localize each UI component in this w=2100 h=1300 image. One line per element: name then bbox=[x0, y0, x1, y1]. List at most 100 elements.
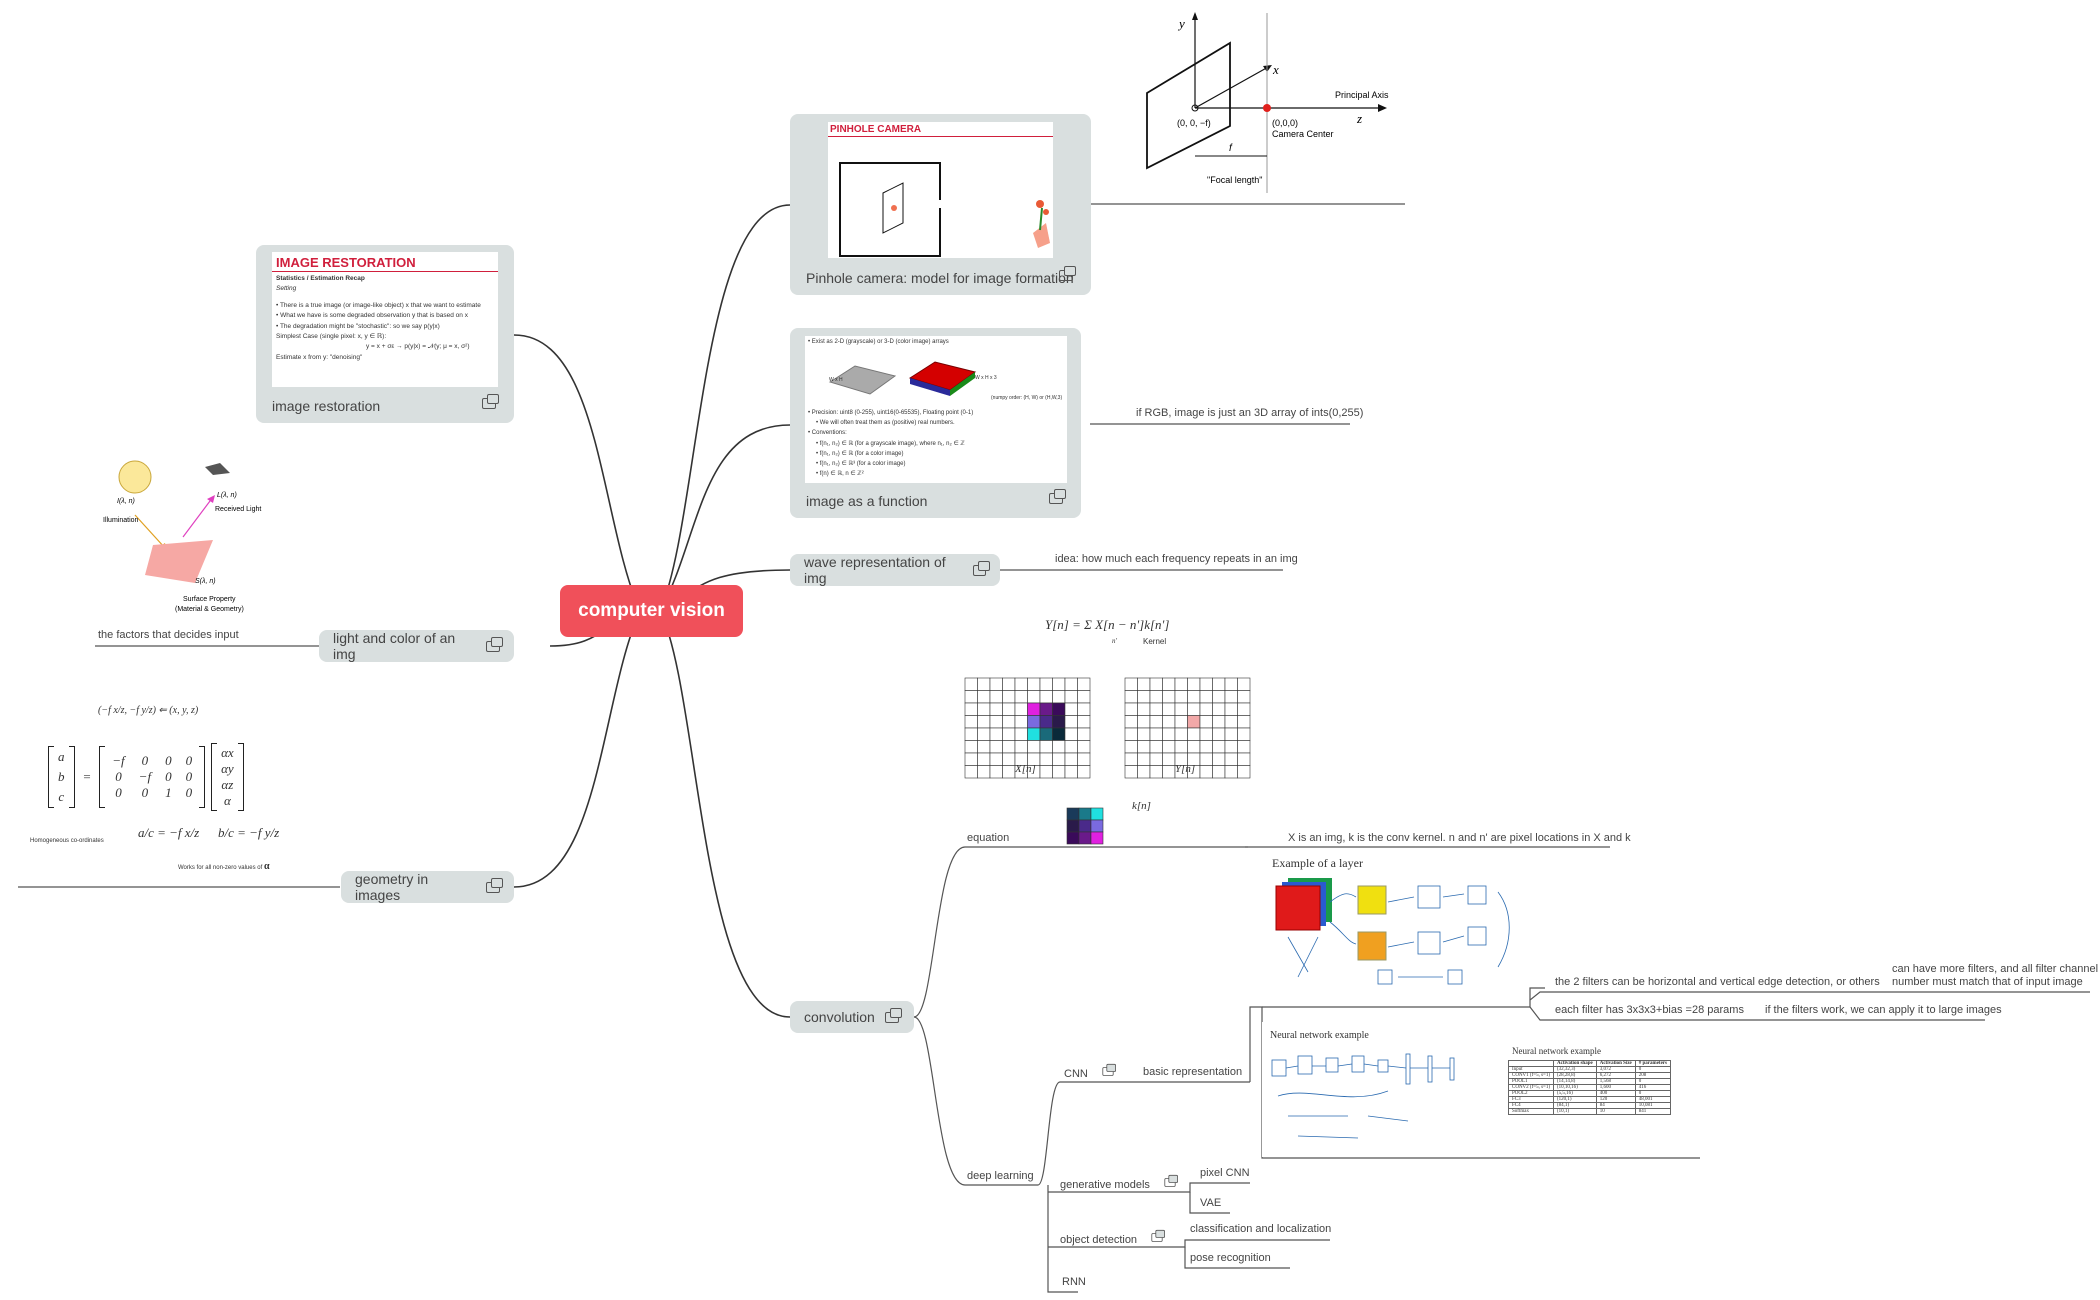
pose-recognition-label[interactable]: pose recognition bbox=[1190, 1252, 1271, 1264]
note-icon[interactable] bbox=[486, 636, 503, 652]
grid-cell bbox=[1224, 677, 1238, 691]
node-light-color[interactable]: light and color of an img bbox=[319, 630, 514, 662]
light-note[interactable]: the factors that decides input bbox=[98, 629, 239, 641]
node-convolution[interactable]: convolution bbox=[790, 1001, 914, 1033]
note-icon[interactable] bbox=[972, 560, 991, 576]
grid-cell bbox=[1077, 765, 1091, 779]
grid-cell bbox=[1237, 752, 1251, 766]
vae-label[interactable]: VAE bbox=[1200, 1197, 1222, 1209]
node-wave-representation[interactable]: wave representation of img bbox=[790, 554, 1000, 586]
note-icon[interactable] bbox=[482, 394, 499, 409]
conv-equation-note[interactable]: X is an img, k is the conv kernel. n and… bbox=[1288, 832, 1631, 844]
layer-title: Example of a layer bbox=[1272, 856, 1363, 870]
conv-params-note[interactable]: each filter has 3x3x3+bias =28 params bbox=[1555, 1004, 1744, 1016]
nn-title-right: Neural network example bbox=[1512, 1046, 1601, 1056]
node-pinhole-camera[interactable]: PINHOLE CAMERA Pinhole camera: model for… bbox=[790, 114, 1091, 295]
restoration-line: y = x + σε → p(y|x) = 𝒩(y; μ = x, σ²) bbox=[366, 343, 470, 351]
grid-cell bbox=[977, 752, 991, 766]
note-icon[interactable] bbox=[884, 1007, 902, 1023]
grid-cell bbox=[1162, 690, 1176, 704]
grid-cell bbox=[1149, 740, 1163, 754]
grid-cell bbox=[1124, 690, 1138, 704]
node-image-restoration[interactable]: IMAGE RESTORATION Statistics / Estimatio… bbox=[256, 245, 514, 423]
grid-cell bbox=[1149, 702, 1163, 716]
grid-cell bbox=[1149, 752, 1163, 766]
grid-cell bbox=[1077, 677, 1091, 691]
conv-channels-note-1[interactable]: can have more filters, and all filter ch… bbox=[1892, 963, 2099, 975]
node-geometry[interactable]: geometry in images bbox=[341, 871, 514, 903]
restoration-line: Estimate x from y: "denoising" bbox=[276, 353, 363, 361]
grid-cell bbox=[977, 715, 991, 729]
restoration-line: Statistics / Estimation Recap bbox=[276, 275, 365, 282]
deep-learning-label[interactable]: deep learning bbox=[967, 1170, 1034, 1182]
wave-note[interactable]: idea: how much each frequency repeats in… bbox=[1055, 553, 1298, 565]
grid-cell bbox=[1212, 702, 1226, 716]
grid-cell bbox=[977, 677, 991, 691]
grid-cell bbox=[1224, 702, 1238, 716]
note-icon[interactable] bbox=[486, 877, 503, 893]
grid-cell bbox=[1199, 690, 1213, 704]
grid-cell bbox=[1064, 715, 1078, 729]
grid-cell bbox=[1212, 752, 1226, 766]
grid-cell bbox=[1199, 727, 1213, 741]
function-note[interactable]: if RGB, image is just an 3D array of int… bbox=[1136, 407, 1364, 419]
grid-cell bbox=[1064, 727, 1078, 741]
cnn-text: CNN bbox=[1064, 1068, 1088, 1080]
pinhole-box-figure bbox=[839, 162, 1050, 257]
pixel-cnn-label[interactable]: pixel CNN bbox=[1200, 1167, 1250, 1179]
grid-cell bbox=[989, 715, 1003, 729]
camera-y-label: y bbox=[1177, 16, 1185, 31]
function-line: W x H bbox=[829, 377, 843, 383]
note-icon[interactable] bbox=[1049, 489, 1066, 504]
cnn-basic-label[interactable]: basic representation bbox=[1143, 1066, 1243, 1078]
matrix-cell: 0 bbox=[115, 785, 122, 800]
classification-label[interactable]: classification and localization bbox=[1190, 1223, 1332, 1235]
light-surf-var: S(λ, n) bbox=[195, 578, 216, 585]
grid-cell bbox=[1039, 677, 1053, 691]
grid-cell bbox=[1052, 677, 1066, 691]
geom-rhs: α bbox=[223, 793, 231, 808]
pinhole-label: Pinhole camera: model for image formatio… bbox=[806, 270, 1074, 286]
grid-cell bbox=[1137, 677, 1151, 691]
detection-text: object detection bbox=[1060, 1234, 1138, 1246]
grid-cell bbox=[1027, 690, 1041, 704]
note-icon[interactable] bbox=[1164, 1174, 1178, 1187]
grid-cell bbox=[964, 765, 978, 779]
geometry-label: geometry in images bbox=[355, 871, 429, 903]
geom-lhs: b bbox=[58, 769, 65, 784]
conv-filters-note[interactable]: the 2 filters can be horizontal and vert… bbox=[1555, 976, 1880, 988]
note-icon[interactable] bbox=[1151, 1229, 1166, 1242]
generative-models-label[interactable]: generative models bbox=[1060, 1174, 1178, 1191]
grid-cell bbox=[1212, 765, 1226, 779]
conv-grids bbox=[964, 677, 1251, 845]
geometry-works: Works for all non-zero values of bbox=[178, 865, 263, 871]
cnn-label[interactable]: CNN bbox=[1064, 1063, 1116, 1080]
function-line: W x H x 3 bbox=[975, 375, 997, 381]
grid-cell bbox=[1224, 690, 1238, 704]
rnn-label[interactable]: RNN bbox=[1062, 1276, 1086, 1288]
grid-cell bbox=[1162, 740, 1176, 754]
node-image-as-function[interactable]: • Exist as 2-D (grayscale) or 3-D (color… bbox=[790, 328, 1081, 518]
grid-cell bbox=[989, 690, 1003, 704]
matrix-cell: 0 bbox=[185, 785, 193, 800]
root-node[interactable]: computer vision bbox=[560, 585, 743, 637]
light-figure: I(λ, n) Illumination L(λ, n) Received Li… bbox=[103, 460, 261, 613]
grid-cell bbox=[1002, 677, 1016, 691]
conv-large-note[interactable]: if the filters work, we can apply it to … bbox=[1765, 1004, 2002, 1016]
grid-cell bbox=[964, 752, 978, 766]
grid-cell bbox=[1014, 677, 1028, 691]
layer-sketch bbox=[1275, 878, 1510, 985]
grid-cell bbox=[1199, 715, 1213, 729]
note-icon[interactable] bbox=[1059, 266, 1076, 281]
grid-cell bbox=[1224, 715, 1238, 729]
grid-cell bbox=[1237, 677, 1251, 691]
object-detection-label[interactable]: object detection bbox=[1060, 1229, 1166, 1246]
conv-channels-note-2[interactable]: number must match that of input image bbox=[1892, 976, 2083, 988]
conv-k-label: k[n] bbox=[1132, 800, 1151, 812]
nn-title-left: Neural network example bbox=[1270, 1030, 1369, 1041]
grid-cell bbox=[1039, 740, 1053, 754]
note-icon[interactable] bbox=[1102, 1063, 1116, 1076]
conv-equation-label[interactable]: equation bbox=[967, 832, 1010, 844]
edge-pinhole bbox=[659, 204, 791, 612]
